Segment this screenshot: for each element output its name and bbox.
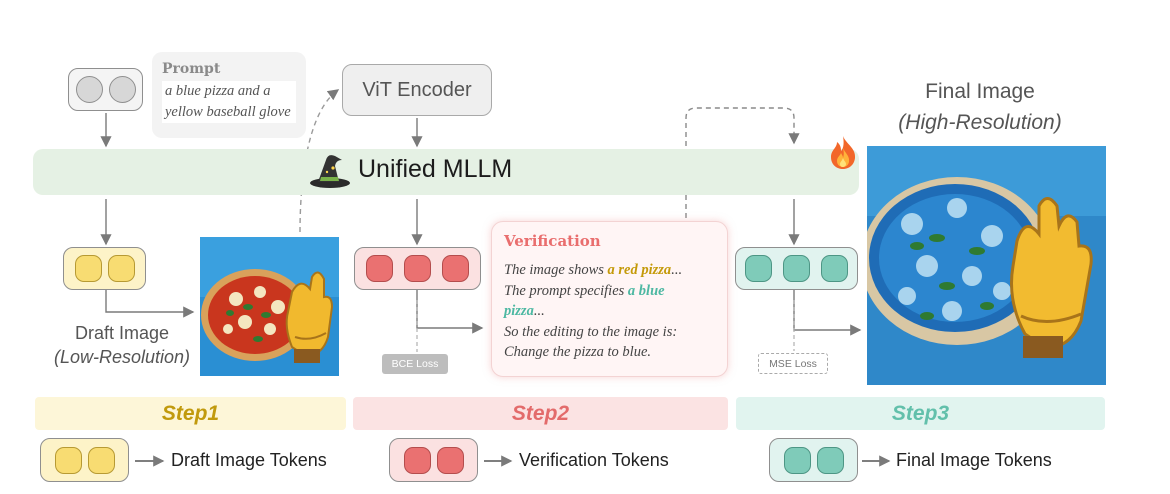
legend-final-label: Final Image Tokens [896,450,1052,470]
prompt-box: Prompt a blue pizza and a yellow basebal… [152,52,306,138]
draft-image-subtitle: (Low-Resolution) [53,347,191,367]
final-image-tokens [735,247,858,290]
prompt-text: a blue pizza and a yellow baseball glove [162,81,296,123]
highlight-blue: a blue [627,282,665,299]
final-token [783,255,810,282]
fire-icon [831,136,856,169]
final-token [745,255,772,282]
draft-image-title: Draft Image [74,323,170,343]
draft-token [107,255,135,282]
legend-verification-tokens [389,438,478,482]
legend-draft-tokens [40,438,129,482]
legend-final-token [783,446,811,474]
draft-image [200,237,339,376]
input-token [108,76,136,103]
legend-draft-token [54,446,82,474]
verification-token [404,255,431,282]
legend-verification-label: Verification Tokens [519,450,669,470]
final-image [867,146,1106,385]
unified-mllm-label: Unified MLLM [358,155,513,183]
prompt-line: yellow baseball glove [165,104,291,120]
verification-text: The image shows a red pizza... The promp… [504,262,683,360]
input-token [75,76,103,103]
step2-band: Step2 [353,397,728,430]
input-tokens [68,68,143,111]
legend-draft-token [87,446,115,474]
wizard-hat-icon [310,155,350,188]
legend-draft-label: Draft Image Tokens [171,450,327,470]
bce-loss-label: BCE Loss [382,354,448,374]
verification-token [366,255,393,282]
legend-final-tokens [769,438,858,482]
prompt-title: Prompt [162,61,221,77]
verification-title: Verification [504,232,601,250]
step3-band: Step3 [736,397,1105,430]
verification-tokens [354,247,481,290]
step1-band: Step1 [35,397,346,430]
verification-token [442,255,469,282]
highlight-pizza: pizza [504,303,534,319]
unified-mllm-band [33,149,859,195]
vit-encoder-box: ViT Encoder [342,64,492,116]
final-image-subtitle: (High-Resolution) [898,111,1062,134]
mse-loss-label: MSE Loss [758,353,828,374]
draft-image-tokens [63,247,146,290]
legend-verification-token [403,446,431,474]
verification-box: Verification The image shows a red pizza… [491,221,728,377]
legend-final-token [816,446,844,474]
final-token [821,255,848,282]
draft-token [74,255,102,282]
final-image-title: Final Image [925,80,1035,103]
prompt-line: a blue pizza and a [165,83,271,99]
highlight-red-pizza: a red pizza [607,262,672,278]
legend-verification-token [436,446,464,474]
